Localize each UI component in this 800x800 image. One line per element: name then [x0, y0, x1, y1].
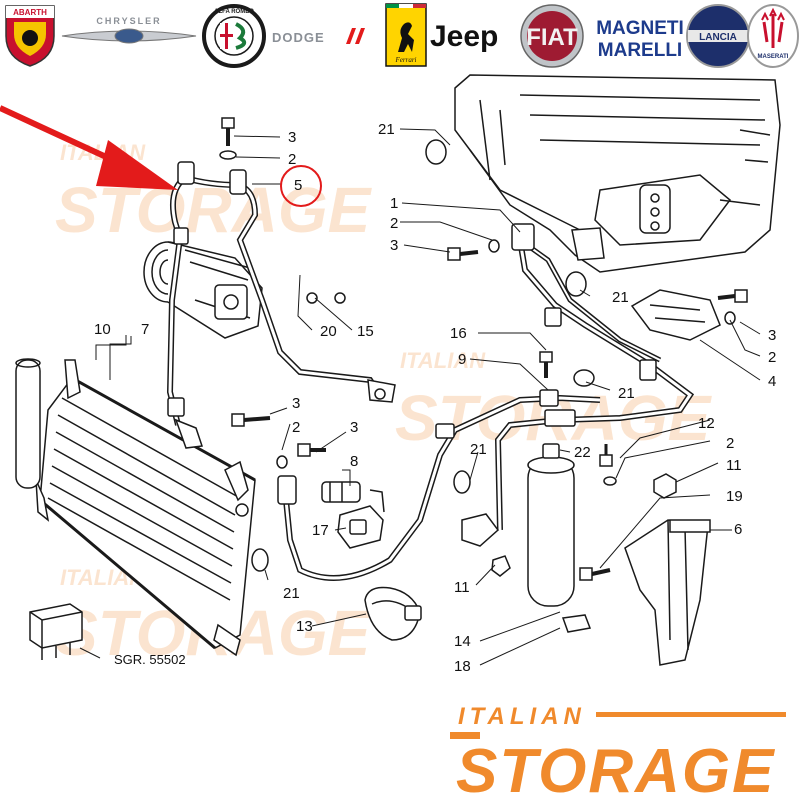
pipe-drier-evaporator	[461, 223, 695, 547]
alfa-romeo-logo: ALFA ROMEO	[202, 4, 266, 68]
leader-lines	[79, 128, 761, 666]
callout-15: 15	[357, 323, 374, 340]
callout-1: 1	[390, 195, 398, 212]
hose-condenser-drier	[277, 394, 601, 581]
drier-cylinder-14	[527, 443, 575, 607]
callout-2-mid: 2	[292, 419, 300, 436]
maserati-logo: MASERATI	[747, 4, 799, 68]
highlight-part-5	[0, 105, 322, 207]
connector-17	[337, 489, 385, 549]
highlight-circle	[280, 165, 322, 207]
callout-11-lower: 11	[454, 579, 470, 596]
chrysler-logo: CHRYSLER	[61, 16, 197, 44]
callout-8: 8	[350, 453, 358, 470]
small-hardware	[219, 117, 748, 633]
dodge-label: DODGE	[272, 30, 325, 45]
maserati-label: MASERATI	[758, 54, 789, 60]
relay-box	[29, 603, 83, 660]
jeep-label: Jeep	[430, 20, 498, 53]
dodge-logo: DODGE	[272, 28, 365, 45]
jeep-logo: Jeep	[430, 20, 498, 53]
callout-7: 7	[141, 321, 149, 338]
callout-6: 6	[734, 521, 742, 538]
magneti-marelli-logo: MAGNETI MARELLI	[596, 18, 684, 61]
relay-reference-text: SGR. 55502	[114, 652, 186, 667]
callout-2: 2	[288, 151, 296, 168]
bracket-4	[630, 289, 721, 341]
hose-part-5	[166, 161, 396, 449]
drier-cylinder-10	[15, 358, 41, 489]
callout-5: 5	[294, 177, 302, 194]
callout-22: 22	[574, 444, 591, 461]
footer-logo: ITALIAN STORAGE	[450, 703, 786, 800]
callout-21-lower: 21	[283, 585, 300, 602]
callout-17: 17	[312, 522, 329, 539]
callout-14: 14	[454, 633, 471, 650]
callout-3-far: 3	[768, 327, 776, 344]
chrysler-label: CHRYSLER	[96, 16, 161, 26]
lancia-logo: LANCIA	[686, 4, 750, 68]
alfa-romeo-label: ALFA ROMEO	[214, 9, 254, 15]
clamp-13	[364, 586, 422, 641]
magneti-marelli-label-line1: MAGNETI	[596, 18, 684, 39]
pressure-switch-8	[321, 481, 361, 503]
callout-labels: 3 2 5 10 7 20 15 3 2 3 8 17 21 13 21 1 2…	[94, 121, 776, 675]
magneti-marelli-label-line2: MARELLI	[598, 40, 682, 61]
callout-3-right: 3	[350, 419, 358, 436]
ferrari-label: Ferrari	[395, 56, 417, 64]
callout-4: 4	[768, 373, 776, 390]
callout-2-upper: 2	[390, 215, 398, 232]
callout-3: 3	[288, 129, 296, 146]
callout-2-lower: 2	[726, 435, 734, 452]
header-logo-bar: ABARTH CHRYSLER ALFA ROMEO DODGE	[5, 3, 799, 68]
callout-10: 10	[94, 321, 111, 338]
footer-logo-line2: STORAGE	[456, 737, 775, 800]
fiat-label: FIAT	[526, 24, 578, 51]
abarth-label: ABARTH	[13, 8, 47, 17]
highlight-arrow-head	[96, 140, 178, 190]
diagram-lineart	[15, 74, 781, 666]
callout-11-right: 11	[726, 457, 742, 474]
callout-3-upper: 3	[390, 237, 398, 254]
condenser	[35, 359, 256, 657]
watermark-mid-line1: ITALIAN	[400, 348, 486, 373]
lancia-label: LANCIA	[699, 32, 737, 43]
callout-21-drier: 21	[470, 441, 487, 458]
callout-21-top: 21	[378, 121, 395, 138]
fiat-logo: FIAT	[520, 4, 584, 68]
callout-21-right: 21	[612, 289, 629, 306]
bracket-6	[624, 519, 711, 666]
callout-2-far: 2	[768, 349, 776, 366]
callout-16: 16	[450, 325, 467, 342]
callout-12: 12	[698, 415, 715, 432]
hvac-housing	[454, 74, 781, 273]
callout-19: 19	[726, 488, 743, 505]
footer-logo-line1: ITALIAN	[458, 703, 586, 730]
callout-20: 20	[320, 323, 337, 340]
callout-18: 18	[454, 658, 471, 675]
abarth-logo: ABARTH	[5, 5, 55, 67]
callout-13: 13	[296, 618, 313, 635]
callout-9: 9	[458, 351, 466, 368]
callout-21-center: 21	[618, 385, 635, 402]
ferrari-logo: Ferrari	[385, 3, 427, 67]
callout-3-mid: 3	[292, 395, 300, 412]
